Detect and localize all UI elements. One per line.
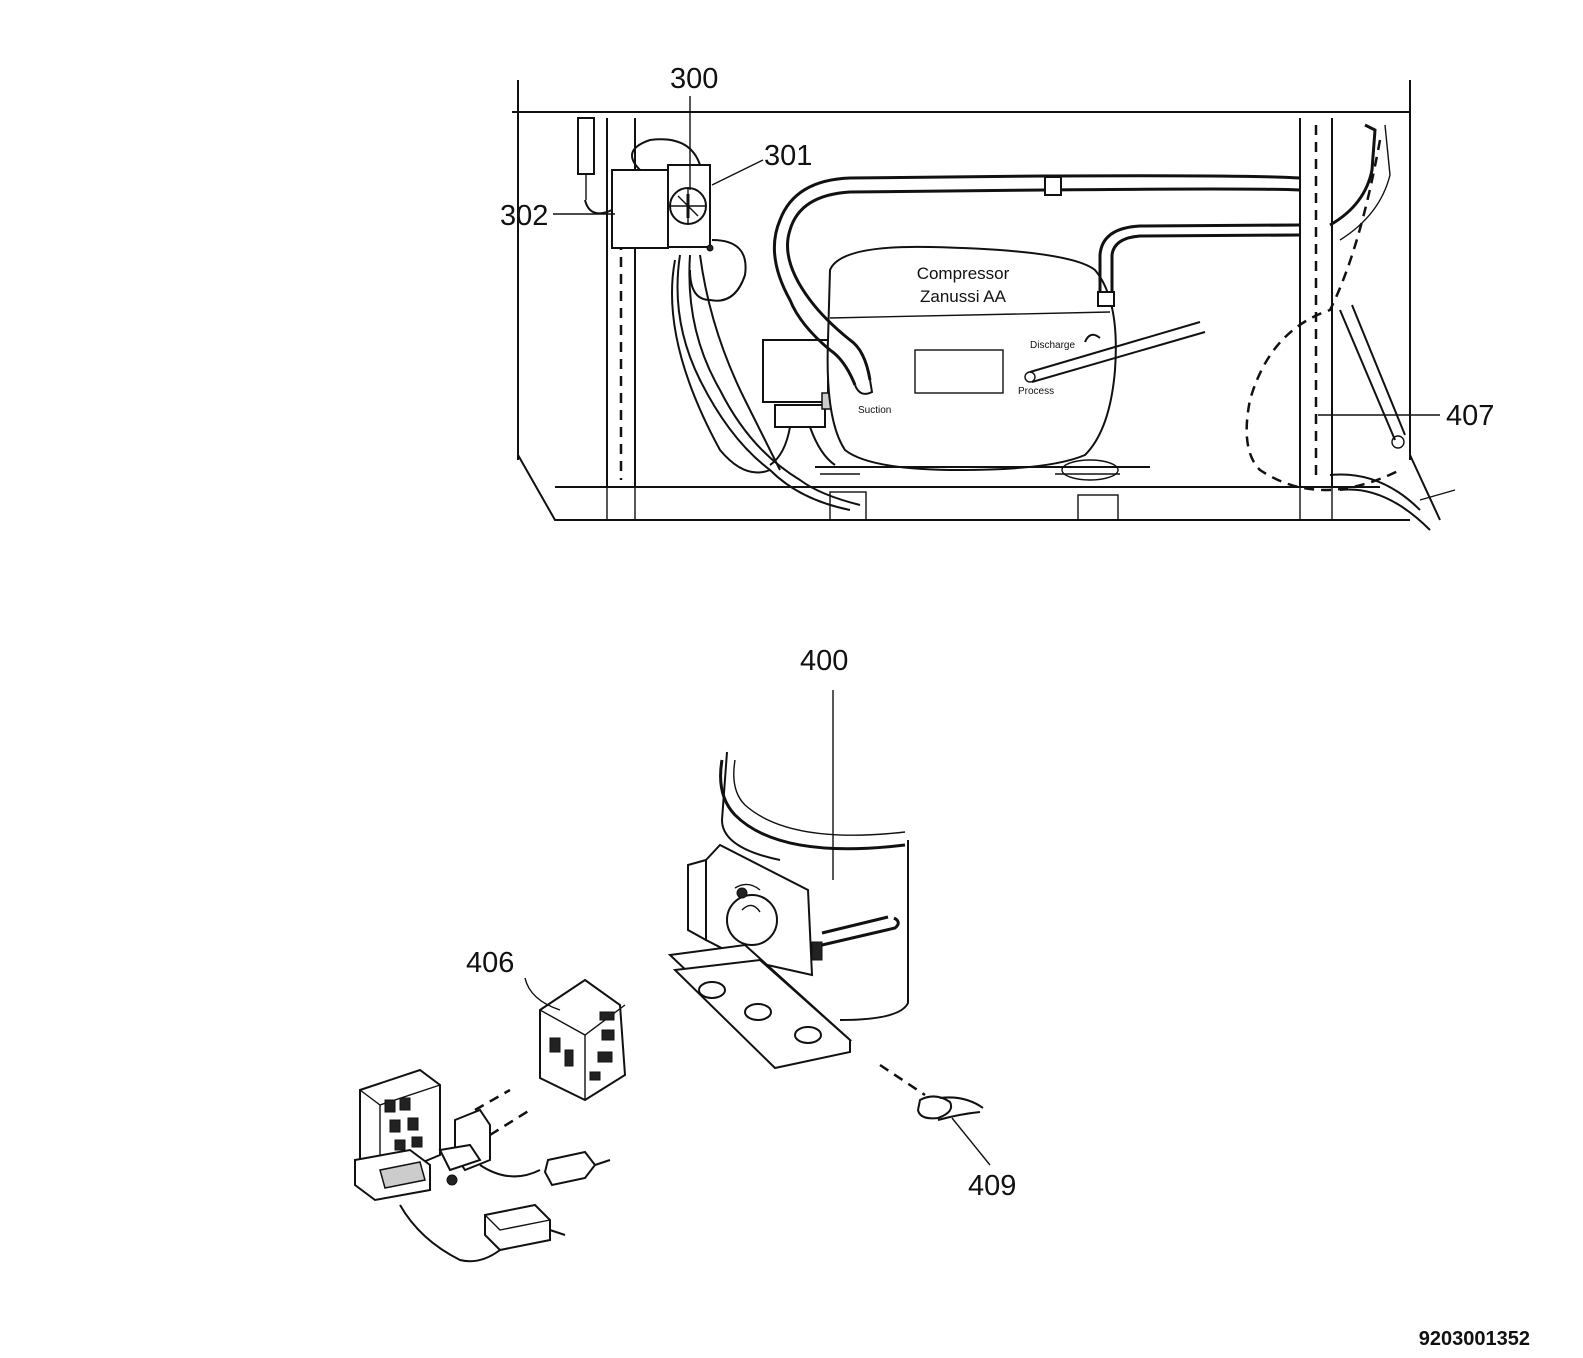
compressor-compartment-view: Compressor Zanussi AA Discharge Process … [500, 63, 1494, 531]
callout-409: 409 [968, 1170, 1016, 1202]
suction-label: Suction [858, 405, 891, 416]
discharge-label: Discharge [1030, 340, 1075, 351]
leader-409 [951, 1117, 991, 1166]
compressor-name-line1: Compressor [917, 264, 1010, 283]
compressor-name-line2: Zanussi AA [920, 287, 1007, 306]
leader-301 [711, 159, 764, 186]
callout-400: 400 [800, 645, 848, 677]
callout-301: 301 [764, 140, 812, 172]
leader-406 [524, 977, 561, 1011]
callout-300: 300 [670, 63, 718, 95]
callout-407: 407 [1446, 400, 1494, 432]
exploded-electrical-view: 400 409 406 [354, 645, 1016, 1263]
callout-302: 302 [500, 200, 548, 232]
process-label: Process [1018, 386, 1054, 397]
document-number: 9203001352 [1419, 1328, 1530, 1350]
callout-406: 406 [466, 947, 514, 979]
